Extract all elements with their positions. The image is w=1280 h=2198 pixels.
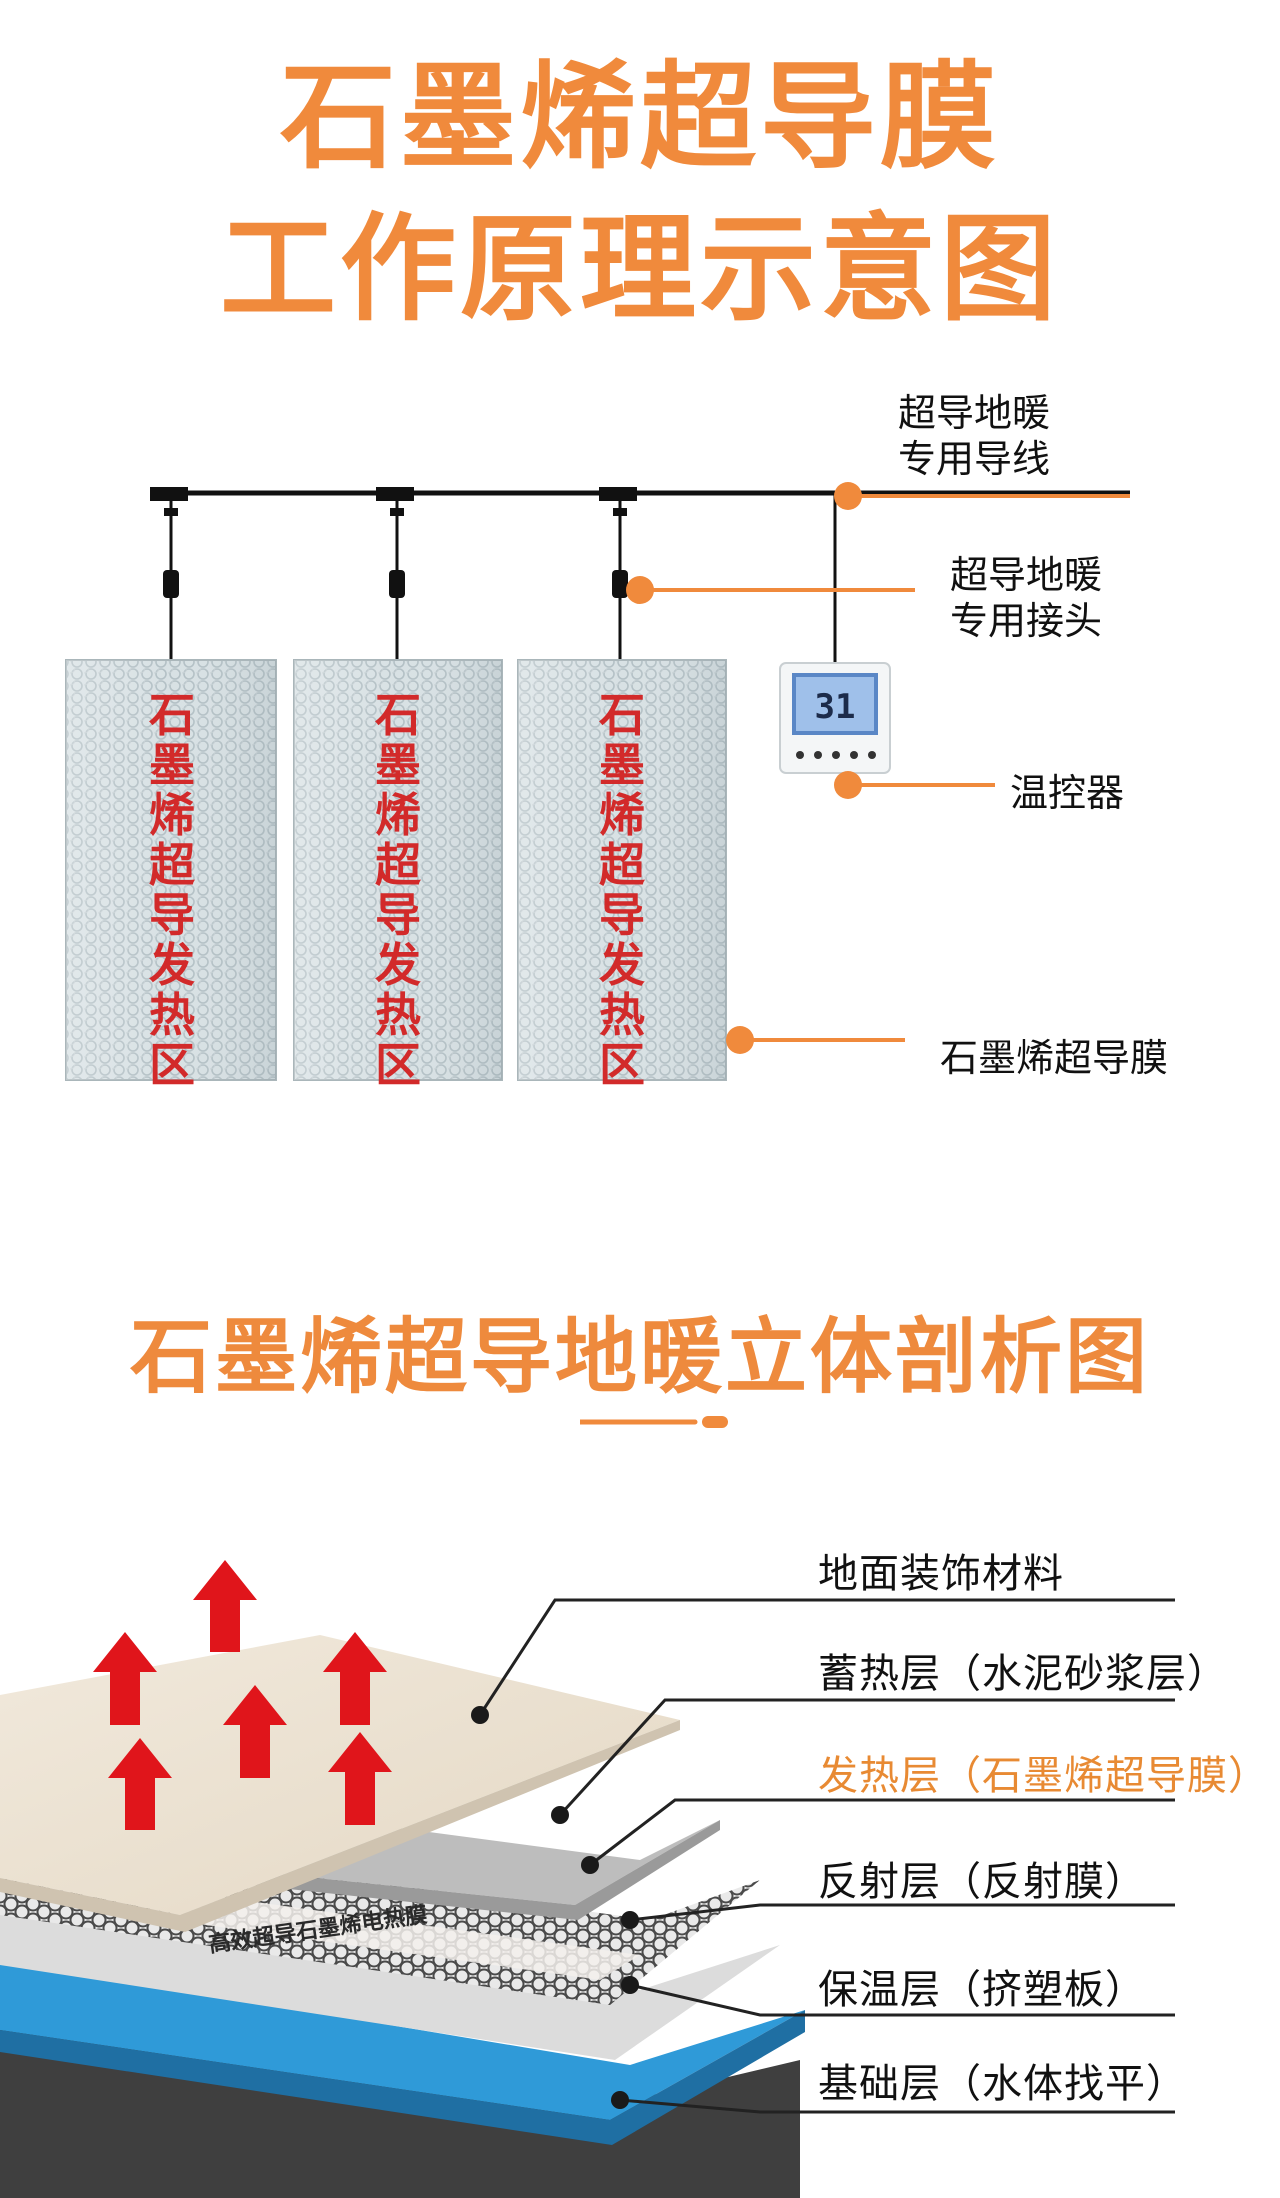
thermostat-display: 31 [815,687,856,727]
layer-label-heating: 发热层（石墨烯超导膜） [818,1753,1269,1799]
thermostat-icon [779,662,891,774]
principle-diagram: 31 [65,482,1130,1081]
heat-arrows [93,1560,392,1830]
connector-icon [163,570,179,598]
heat-arrow-icon [323,1632,387,1725]
label-connector-line1: 超导地暖 [950,553,1103,597]
heating-panel-1 [65,659,277,1081]
label-wire-line1: 超导地暖 [898,391,1051,435]
wire-drop-3 [599,487,637,665]
layer-label-insulation: 保温层（挤塑板） [818,1967,1146,2013]
layer-insulation [0,1960,805,2120]
heating-panel-3 [517,659,727,1081]
connector-icon [612,570,628,598]
layer-label-floor: 地面装饰材料 [818,1551,1064,1597]
label-thermostat: 温控器 [1010,771,1125,815]
heat-arrow-icon [328,1732,392,1825]
heat-arrow-icon [93,1632,157,1725]
layer-floor-finish [0,1635,680,1915]
panel-text-2: 石墨烯超导发热区 [375,688,421,1092]
connector-icon [389,570,405,598]
layer-callouts [478,1598,1175,2114]
callout-connector [626,576,915,604]
layer-section-diagram: 高效超导石墨烯电热膜 [0,1560,1175,2198]
main-title-line1: 石墨烯超导膜 [280,50,1000,185]
title-underline-decor [580,1416,728,1428]
label-connector-line2: 专用接头 [950,599,1103,643]
label-wire-line2: 专用导线 [898,437,1051,481]
wire-drop-1 [150,487,188,665]
heat-arrow-icon [193,1560,257,1652]
callout-thermostat [834,771,995,799]
heat-arrow-icon [223,1685,287,1778]
wire-drop-2 [376,487,414,665]
layer-callout-dots [471,1706,639,2109]
label-film: 石墨烯超导膜 [940,1036,1169,1080]
panel-text-1: 石墨烯超导发热区 [149,688,195,1092]
callout-wire [834,482,1130,510]
heat-arrow-icon [108,1738,172,1830]
heating-panel-2 [293,659,503,1081]
callout-film [726,1026,905,1054]
label-wire: 超导地暖 专用导线 [898,390,1050,482]
layer-label-reflective: 反射层（反射膜） [818,1859,1146,1905]
layer-label-base: 基础层（水体找平） [818,2061,1187,2107]
layer-label-storage: 蓄热层（水泥砂浆层） [818,1651,1228,1697]
panel-text-3: 石墨烯超导发热区 [599,688,645,1092]
label-connector: 超导地暖 专用接头 [950,552,1102,644]
main-title-line2: 工作原理示意图 [220,202,1060,337]
main-wire [150,490,1130,670]
section-title: 石墨烯超导地暖立体剖析图 [129,1310,1150,1405]
